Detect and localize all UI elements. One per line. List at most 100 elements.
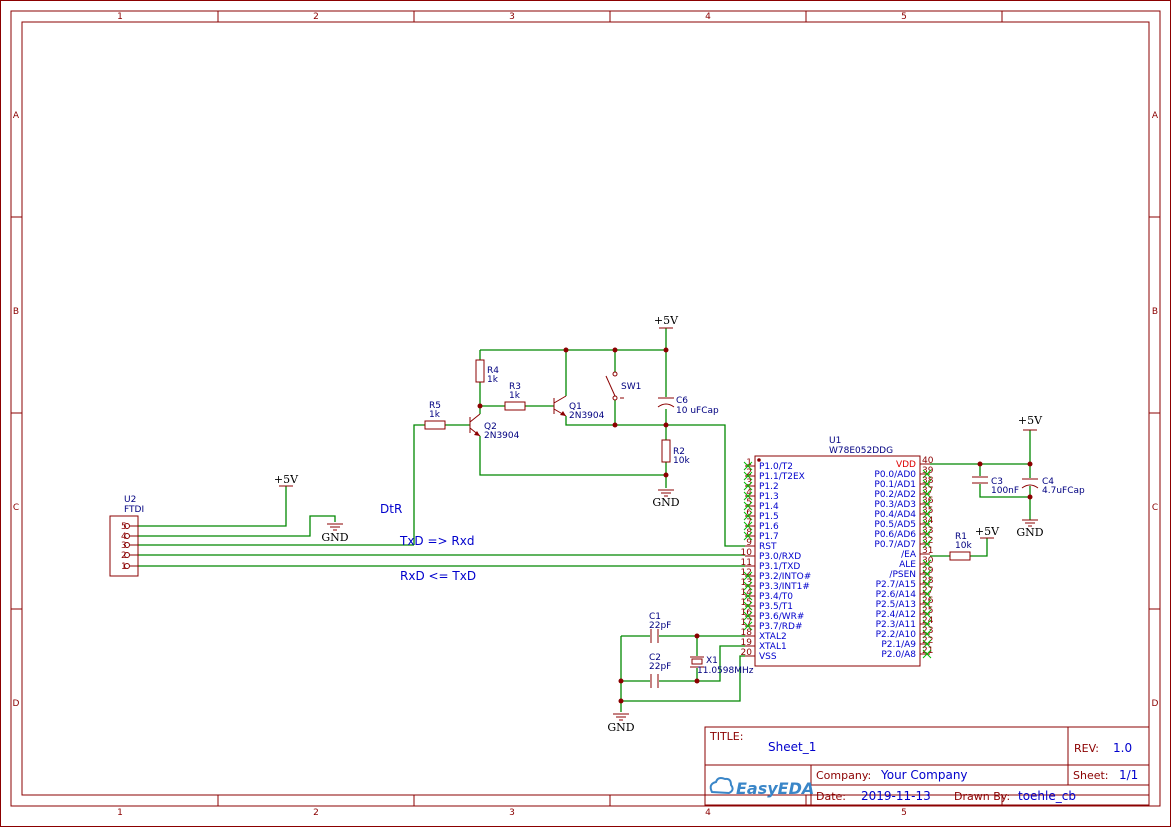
row-label-d-right: D: [1152, 699, 1159, 709]
power-vcc-r1: +5V: [975, 525, 1000, 539]
vcc-label: +5V: [975, 525, 1000, 538]
row-label-c: C: [13, 503, 19, 513]
u1-pin-number: 4: [746, 488, 752, 498]
u1-pin-number: 37: [922, 486, 933, 496]
row-label-b-right: B: [1152, 307, 1158, 317]
u1-pin-number: 17: [741, 618, 752, 628]
u1-pin-name: P1.5: [759, 512, 779, 522]
rev-label: REV:: [1074, 742, 1099, 755]
u1-pin-name: P1.1/T2EX: [759, 472, 805, 482]
u1-pin-name: XTAL2: [759, 632, 787, 642]
power-vcc-top: +5V: [654, 314, 679, 329]
u1-pin-number: 34: [922, 516, 934, 526]
u2-pin-2: 2: [121, 551, 127, 561]
title-label: TITLE:: [709, 730, 743, 743]
net-label-rxd: RxD <= TxD: [400, 569, 476, 583]
u1-pin-name: P3.3/INT1#: [759, 582, 810, 592]
u1-pin-name: P0.6/AD6: [874, 530, 916, 540]
u1-pin-name: P0.0/AD0: [874, 470, 916, 480]
u1-pin-name: P1.3: [759, 492, 779, 502]
switch-sw1: SW1: [605, 371, 641, 401]
date-label: Date:: [816, 790, 846, 803]
r1-ref: R1: [955, 532, 967, 542]
u1-pin-number: 3: [746, 478, 752, 488]
u2-ref: U2: [124, 495, 136, 505]
u1-pin-number: 26: [922, 596, 934, 606]
date-value: 2019-11-13: [861, 789, 931, 803]
u1-value: W78E052DDG: [829, 446, 893, 456]
u1-pin-number: 30: [922, 556, 934, 566]
u1-ref: U1: [829, 436, 841, 446]
sheet-label: Sheet:: [1073, 769, 1109, 782]
gnd-label: GND: [652, 496, 679, 509]
ground-ftdi: GND: [321, 523, 349, 544]
u1-pin-name: P2.2/A10: [876, 630, 917, 640]
u1-pin-name: P2.1/A9: [881, 640, 916, 650]
u1-pin-name: P1.4: [759, 502, 779, 512]
capacitor-c1: C1 22pF: [649, 612, 671, 643]
u2-pin-5: 5: [121, 522, 127, 532]
u1-pin-number: 29: [922, 566, 934, 576]
capacitor-c2: C2 22pF: [649, 653, 671, 688]
ground-r2: GND: [652, 489, 680, 509]
u1-pin-name: P2.6/A14: [876, 590, 917, 600]
r5-value: 1k: [429, 410, 441, 420]
col-label-4: 4: [705, 12, 711, 22]
resistor-r5: R5 1k: [424, 401, 446, 430]
vcc-label: +5V: [1018, 414, 1043, 427]
u1-pin-number: 22: [922, 636, 933, 646]
c2-value: 22pF: [649, 662, 671, 672]
row-label-b: B: [13, 307, 19, 317]
capacitor-c6: C6 10 uFCap: [657, 396, 719, 416]
logo-text: EasyEDA: [736, 779, 814, 798]
u1-pin-name: /PSEN: [889, 570, 916, 580]
crystal-x1: X1 11.0598MHz: [690, 656, 754, 676]
ground-c4: GND: [1016, 519, 1044, 539]
c6-ref: C6: [676, 396, 688, 406]
u1-pin-name: P1.7: [759, 532, 779, 542]
col-label-3: 3: [509, 12, 515, 22]
resistor-r3: R3 1k: [504, 382, 526, 411]
u1-pin-number: 38: [922, 476, 934, 486]
u1-pin-name: P2.7/A15: [876, 580, 916, 590]
col-label-2: 2: [313, 12, 319, 22]
resistor-r2: R2 10k: [661, 439, 690, 466]
easyeda-logo: EasyEDA: [709, 777, 814, 798]
u1-pin-number: 31: [922, 546, 933, 556]
transistor-q1: Q1 2N3904: [553, 395, 605, 421]
u1-pin-number: 7: [746, 518, 752, 528]
resistor-r4: R4 1k: [475, 359, 499, 385]
u1-pin-number: 40: [922, 456, 934, 466]
u1-pin-name: ALE: [899, 560, 916, 570]
r5-ref: R5: [429, 401, 441, 411]
junctions: [477, 347, 1033, 704]
u1-pin-number: 35: [922, 506, 933, 516]
u1-pin-number: 5: [746, 498, 752, 508]
q1-ref: Q1: [569, 402, 582, 412]
u1-pin-number: 15: [741, 598, 752, 608]
vcc-label: +5V: [654, 314, 679, 327]
row-label-c-right: C: [1152, 503, 1158, 513]
vcc-label: +5V: [274, 473, 299, 486]
rev-value: 1.0: [1113, 741, 1132, 755]
power-vcc-ftdi: +5V: [274, 473, 299, 487]
u1-pin-number: 28: [922, 576, 934, 586]
u1-pin-number: 6: [746, 508, 752, 518]
connector-u2: U2 FTDI 5 4 3 2 1: [109, 495, 144, 577]
r4-value: 1k: [487, 375, 499, 385]
sheet-title: Sheet_1: [768, 740, 816, 754]
u1-pin-name: P0.7/AD7: [874, 540, 916, 550]
u1-pin-name: P3.4/T0: [759, 592, 793, 602]
u1-pin-name: P3.1/TXD: [759, 562, 800, 572]
u1-pin-number: 39: [922, 466, 934, 476]
u1-pin-number: 16: [741, 608, 753, 618]
u1-pin-name: P1.6: [759, 522, 779, 532]
title-block: TITLE: Sheet_1 REV: 1.0 Company: Your Co…: [704, 726, 1150, 806]
col-label-3-bottom: 3: [509, 808, 515, 818]
drawn-by-value: toehle_cb: [1018, 789, 1076, 803]
capacitor-c4: C4 4.7uFCap: [1021, 477, 1085, 496]
u1-pin-name: P0.4/AD4: [874, 510, 916, 520]
net-label-dtr: DtR: [380, 502, 402, 516]
u1-pin-number: 2: [746, 468, 752, 478]
